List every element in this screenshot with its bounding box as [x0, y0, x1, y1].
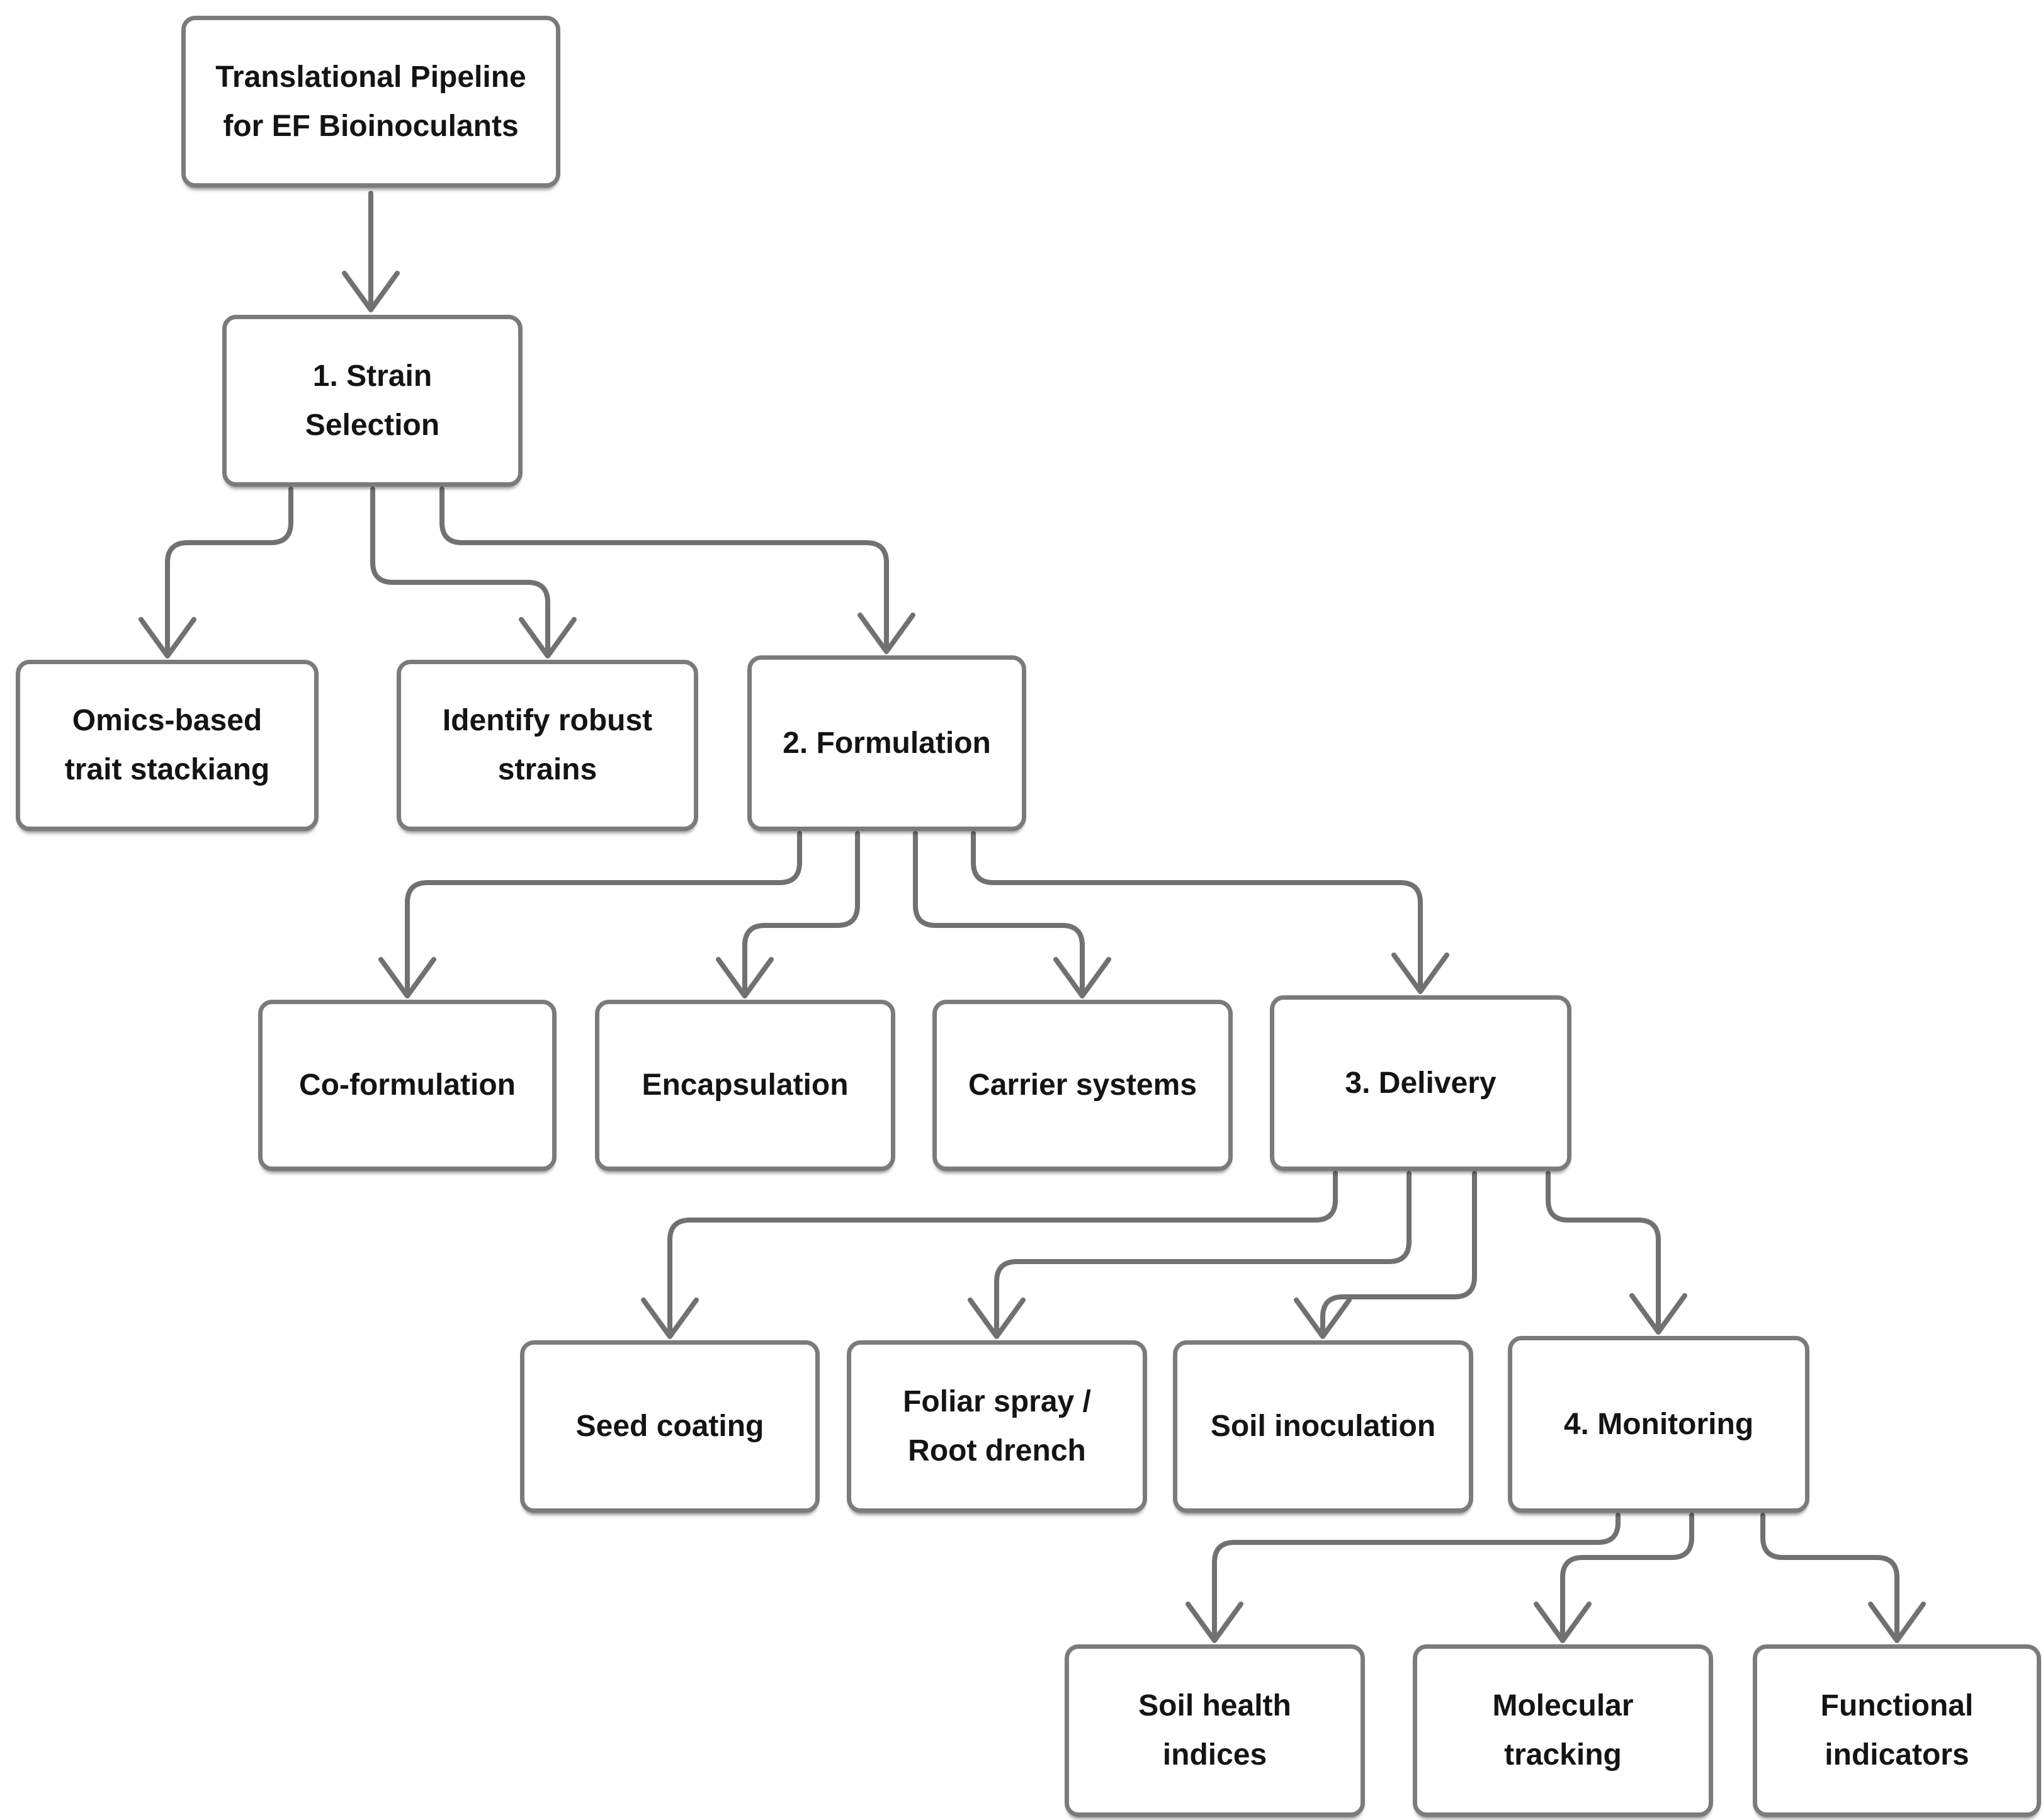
edge-formulation-to-carrier-systems: [913, 831, 1111, 998]
node-soil-health-indices: Soil health indices: [1065, 1644, 1365, 1817]
node-monitoring: 4. Monitoring: [1508, 1336, 1809, 1513]
edge-monitoring-to-molecular-tracking: [1534, 1513, 1694, 1643]
node-strain-selection: 1. Strain Selection: [222, 315, 523, 487]
edge-strain-selection-to-identify-robust-strains: [370, 487, 577, 658]
edge-pipeline-to-strain-selection: [342, 191, 400, 312]
node-functional-indicators: Functional indicators: [1753, 1644, 2041, 1817]
edge-formulation-to-delivery: [971, 831, 1449, 994]
edge-strain-selection-to-omics-trait-stacking: [139, 487, 293, 658]
edge-delivery-to-monitoring: [1546, 1171, 1687, 1335]
node-molecular-tracking: Molecular tracking: [1413, 1644, 1713, 1817]
edge-monitoring-to-functional-indicators: [1760, 1513, 1926, 1643]
node-identify-robust-strains: Identify robust strains: [397, 660, 698, 831]
node-formulation: 2. Formulation: [747, 655, 1026, 831]
node-pipeline-title: Translational Pipeline for EF Bioinocula…: [181, 16, 560, 188]
node-seed-coating: Seed coating: [520, 1340, 820, 1513]
node-encapsulation: Encapsulation: [595, 1000, 895, 1171]
edge-delivery-to-soil-inoculation: [1294, 1171, 1477, 1339]
edge-strain-selection-to-formulation: [439, 487, 915, 654]
edge-formulation-to-co-formulation: [378, 831, 802, 998]
node-soil-inoculation: Soil inoculation: [1173, 1340, 1473, 1513]
node-co-formulation: Co-formulation: [258, 1000, 557, 1171]
edge-delivery-to-foliar-spray-root-drench: [968, 1171, 1412, 1339]
edge-monitoring-to-soil-health-indices: [1186, 1513, 1621, 1643]
node-foliar-spray-root-drench: Foliar spray / Root drench: [847, 1340, 1147, 1513]
node-omics-trait-stacking: Omics-based trait stackiang: [16, 660, 319, 831]
node-carrier-systems: Carrier systems: [932, 1000, 1233, 1171]
edge-delivery-to-seed-coating: [641, 1171, 1338, 1339]
edge-formulation-to-encapsulation: [716, 831, 860, 998]
node-delivery: 3. Delivery: [1270, 995, 1571, 1171]
